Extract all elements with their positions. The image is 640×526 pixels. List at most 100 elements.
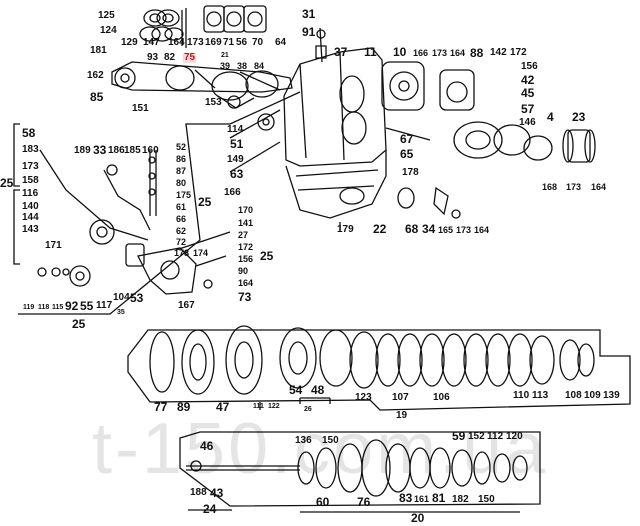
part-label: 85 [90,90,104,104]
part-label: 34 [422,222,436,236]
part-label: 114 [227,124,244,135]
part-label: 164 [168,37,185,48]
part-label: 111 [253,403,264,410]
part-label: 59 [452,429,466,443]
part-label: 57 [521,102,535,116]
part-label: 54 [289,383,303,397]
gearbox-housing-drawing [229,27,596,232]
part-label: 173 [22,161,39,172]
part-label: 152 [468,431,485,442]
part-label: 91 [302,25,316,39]
part-label: 172 [238,242,254,252]
part-label: 42 [521,73,535,87]
part-label: 55 [80,299,94,313]
part-label: 86 [176,154,187,164]
part-label: 179 [337,224,354,235]
part-label: 26 [304,406,312,413]
part-label: 162 [87,70,104,81]
part-label: 25 [0,176,14,190]
part-label: 92 [65,299,79,313]
part-label: 120 [506,431,523,442]
part-label: 150 [478,494,495,505]
part-label: 68 [405,222,419,236]
part-label: 151 [132,103,149,114]
part-label: 67 [400,132,414,146]
part-label: 142 [490,47,507,58]
part-label: 153 [205,97,222,108]
part-label: 172 [510,47,527,58]
part-label: 122 [268,403,280,410]
part-label: 186 [108,145,125,156]
part-label: 123 [355,392,372,403]
part-label: 60 [316,495,330,509]
part-label: 119 [23,304,35,311]
part-label: 46 [200,439,214,453]
part-label: 58 [22,126,36,140]
part-label: 76 [357,495,371,509]
part-label: 37 [334,45,348,59]
part-label: 88 [470,46,484,60]
output-shaft-drawing [179,431,541,513]
part-label: 66 [176,214,187,224]
part-label: 4 [547,110,554,124]
part-label: 20 [411,511,425,525]
part-label: 173 [566,182,582,192]
part-label: 11 [364,45,377,59]
part-label: 25 [198,195,212,209]
part-label: 38 [237,61,248,71]
part-label: 149 [227,154,244,165]
part-label: 90 [238,266,249,276]
part-label: 117 [96,300,113,311]
part-label: 141 [238,218,254,228]
part-label: 19 [396,410,408,421]
part-label: 52 [176,142,187,152]
part-label: 27 [238,230,249,240]
part-label: 109 [584,390,601,401]
part-label: 51 [230,137,244,151]
part-label: 24 [203,502,217,516]
part-label: 125 [98,10,115,21]
part-label: 189 [74,145,91,156]
part-label: 63 [230,167,244,181]
part-label: 10 [393,45,407,59]
part-label: 170 [238,205,254,215]
part-label: 164 [474,225,490,235]
part-label: 166 [224,187,241,198]
part-label: 89 [177,400,191,414]
part-label: 174 [193,248,209,258]
part-label: 173 [432,48,448,58]
part-label: 45 [521,86,535,100]
part-label: 93 [147,52,159,63]
clutch-disc-pack-drawing [127,325,631,411]
part-label: 31 [302,7,316,21]
part-label: 33 [93,143,107,157]
part-label: 168 [542,182,558,192]
part-label: 64 [275,37,287,48]
part-label: 73 [238,290,252,304]
part-label: 167 [178,300,195,311]
part-label: 110 [513,390,530,401]
part-label: 48 [311,383,325,397]
part-label: 165 [438,225,454,235]
part-label: 150 [322,435,339,446]
part-label: 182 [452,494,469,505]
part-label: 71 [223,37,235,48]
highlighted-part-label: 75 [183,52,197,63]
part-label: 53 [130,291,144,305]
part-label: 70 [252,37,264,48]
part-label: 72 [176,237,187,247]
part-label: 161 [414,494,430,504]
site-watermark: t-150.com.ua [92,409,549,489]
part-label: 147 [143,37,160,48]
part-label: 139 [603,390,620,401]
part-label: 77 [154,400,168,414]
part-label: 83 [399,491,413,505]
part-label: 61 [176,202,187,212]
part-label: 188 [190,487,207,498]
part-label: 21 [221,52,229,59]
part-label: 136 [295,435,312,446]
part-label: 175 [176,190,192,200]
part-label: 25 [72,317,86,331]
